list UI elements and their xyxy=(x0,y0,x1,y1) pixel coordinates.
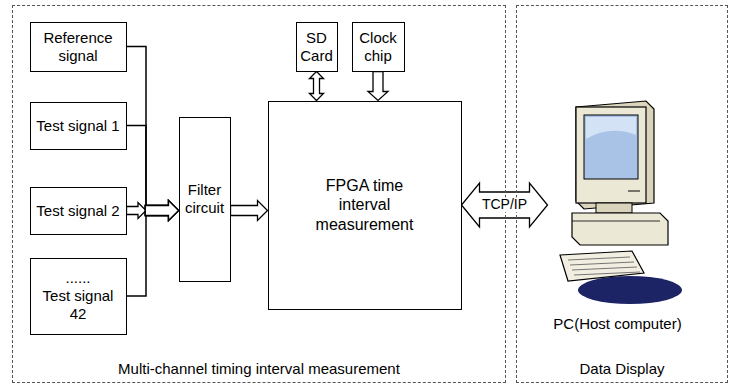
storage-box: SD Card xyxy=(296,22,338,72)
hollow-arrow xyxy=(310,72,324,101)
edge-label: TCP/IP xyxy=(480,197,529,212)
fpga-box: FPGA time interval measurement xyxy=(268,101,462,310)
shadow xyxy=(578,276,682,304)
bus-wire xyxy=(127,47,147,211)
drive-slot xyxy=(628,190,640,191)
hollow-arrow xyxy=(462,183,548,227)
connector xyxy=(127,126,179,221)
signal-box: Reference signal xyxy=(30,22,127,72)
connector xyxy=(462,183,548,227)
box-text: Filter circuit xyxy=(183,181,227,217)
box-text: SD Card xyxy=(300,29,334,65)
screen-glare xyxy=(586,117,636,139)
screen xyxy=(584,115,638,179)
filter-box: Filter circuit xyxy=(179,117,231,282)
signal-box: Test signal 2 xyxy=(30,187,127,235)
connector xyxy=(127,47,179,221)
keyboard-keys xyxy=(568,257,640,275)
display-region: Data Display PC(Host computer) xyxy=(516,5,728,383)
computer-label: PC(Host computer) xyxy=(548,315,688,333)
signal-box: ......Test signal 42 xyxy=(30,258,127,335)
box-text: Test signal 2 xyxy=(36,202,119,220)
host-computer: PC(Host computer) xyxy=(548,95,688,335)
box-text: Reference signal xyxy=(34,29,123,65)
stand xyxy=(596,203,632,213)
system-region: Multi-channel timing interval measuremen… xyxy=(12,5,506,383)
connector xyxy=(368,72,388,101)
clock-box: Clock chip xyxy=(352,22,405,72)
box-text: ...... xyxy=(65,269,90,287)
signal-box: Test signal 1 xyxy=(30,102,127,150)
hollow-arrow xyxy=(127,203,147,219)
monitor-back xyxy=(576,101,654,209)
hollow-arrow xyxy=(145,201,178,221)
connector xyxy=(310,72,324,101)
base-edge xyxy=(572,220,660,221)
region-label: Data Display xyxy=(517,360,727,378)
connector xyxy=(127,201,179,221)
box-text: Test signal 42 xyxy=(37,287,119,323)
connector xyxy=(231,201,268,221)
hollow-arrow xyxy=(231,201,268,221)
box-text: Test signal 1 xyxy=(36,117,119,135)
computer-illustration xyxy=(548,95,688,310)
hollow-arrow xyxy=(145,201,178,221)
base-unit xyxy=(572,213,668,245)
hollow-arrow xyxy=(368,72,388,101)
keyboard xyxy=(560,251,644,281)
bus-wire xyxy=(127,211,147,297)
hollow-arrow xyxy=(145,201,178,221)
connector xyxy=(127,201,179,297)
box-text: Clock chip xyxy=(356,29,401,65)
bus-wire xyxy=(127,126,147,211)
hollow-arrow xyxy=(145,201,178,221)
region-label: Multi-channel timing interval measuremen… xyxy=(13,360,505,378)
monitor xyxy=(576,107,646,203)
box-text: FPGA time interval measurement xyxy=(309,176,421,234)
